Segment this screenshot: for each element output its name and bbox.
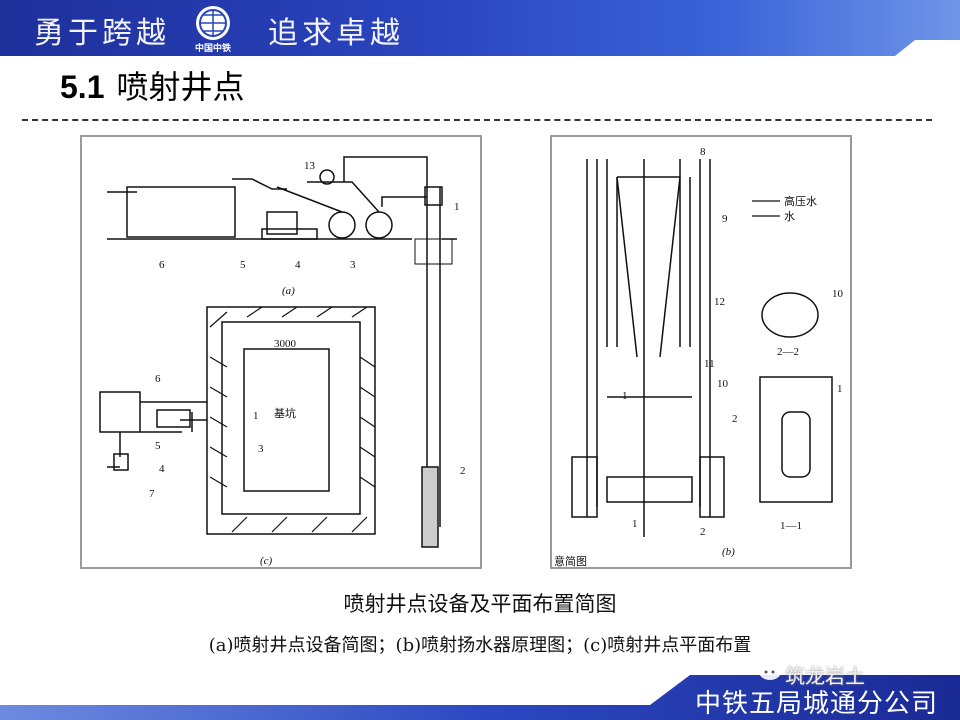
label-c-1: 1 <box>253 410 259 422</box>
label-b-1-bottom: 1 <box>632 518 638 530</box>
label-b-2: 2 <box>700 526 706 538</box>
caption-a: (a) <box>282 285 295 297</box>
pit-label: 基坑 <box>274 406 296 420</box>
section-number: 5.1 <box>60 69 105 105</box>
legend-water: 水 <box>784 210 795 223</box>
label-2-2-10: 10 <box>832 288 844 300</box>
section-2-2: 2—2 <box>777 346 799 358</box>
label-c-7: 7 <box>149 488 155 500</box>
label-1-1-1: 1 <box>837 383 843 395</box>
label-b-1-top: 1 <box>622 390 628 402</box>
label-a-1: 1 <box>454 201 460 213</box>
label-c-6: 6 <box>155 373 161 385</box>
label-a-5: 5 <box>240 259 246 271</box>
section-1-1: 1—1 <box>780 520 802 532</box>
label-b-8: 8 <box>700 146 706 158</box>
slogan-left: 勇于跨越 <box>34 16 170 51</box>
label-a-2: 2 <box>460 465 466 477</box>
legend-high-pressure-water: 高压水 <box>784 194 817 208</box>
label-a-13: 13 <box>304 160 316 172</box>
logo-text: 中国中铁 <box>194 44 231 54</box>
header-band <box>0 0 960 56</box>
caption-b: (b) <box>722 546 735 558</box>
label-a-4: 4 <box>295 259 301 271</box>
figure-ejector-principle: 高压水 水 8 9 12 11 10 2 1 1 2—2 1—1 2 10 1 … <box>550 135 852 569</box>
figure-equipment-and-layout: 6 5 4 3 1 2 13 (a) 3000 基坑 1 3 4 5 6 7 (… <box>80 135 482 569</box>
diagram-a-c: 6 5 4 3 1 2 13 (a) 3000 基坑 1 3 4 5 6 7 (… <box>99 156 466 567</box>
wechat-icon <box>759 664 781 680</box>
label-b-11: 11 <box>704 358 715 370</box>
page-title: 5.1 喷射井点 <box>60 62 245 108</box>
figure-subcaption: (a)喷射井点设备简图；(b)喷射扬水器原理图；(c)喷射井点平面布置 <box>208 635 752 656</box>
label-c-4: 4 <box>159 463 165 475</box>
section-mark-2: 2 <box>732 413 738 425</box>
caption-c: (c) <box>260 555 273 567</box>
label-b-10: 10 <box>717 378 729 390</box>
label-b-12: 12 <box>714 296 725 308</box>
divider <box>22 119 932 121</box>
figure-caption: 喷射井点设备及平面布置简图 <box>343 592 617 616</box>
watermark: 筑龙岩土 <box>785 664 865 688</box>
diagram-b: 高压水 水 8 9 12 11 10 2 1 1 2—2 1—1 2 10 1 … <box>554 146 844 568</box>
cropped-fragment-text: 意简图 <box>554 554 587 567</box>
label-b-9: 9 <box>722 213 728 225</box>
label-c-5: 5 <box>155 440 161 452</box>
company-name: 中铁五局城通分公司 <box>694 689 938 719</box>
label-a-3: 3 <box>350 259 356 271</box>
dimension-3000: 3000 <box>274 338 297 350</box>
section-title: 喷射井点 <box>116 68 245 106</box>
slogan-right: 追求卓越 <box>268 16 404 51</box>
label-a-6: 6 <box>159 259 165 271</box>
crec-logo-icon <box>196 6 230 40</box>
label-c-3: 3 <box>258 443 264 455</box>
